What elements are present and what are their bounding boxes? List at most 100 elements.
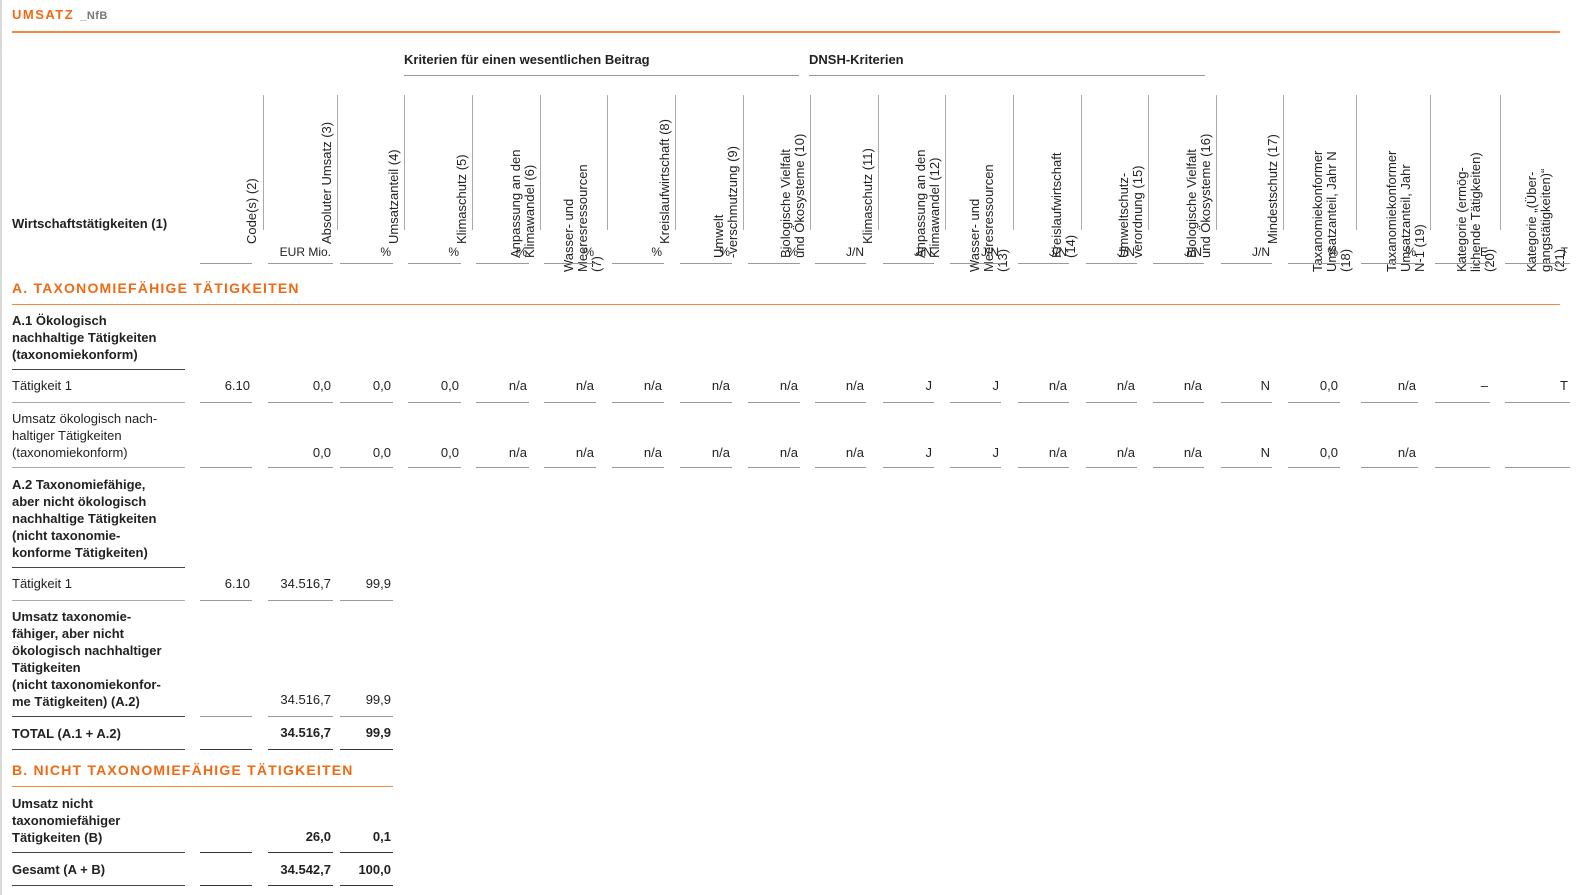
cell-b_total-c4: 0,1 bbox=[372, 829, 391, 844]
cell-underline bbox=[1288, 402, 1340, 403]
cell-a1_total-c19: n/a bbox=[1397, 445, 1416, 460]
column-header-c16: Biologische Vielfalt und Ökosysteme (16) bbox=[1148, 95, 1217, 258]
unit-c4: % bbox=[380, 245, 391, 259]
cell-a1_activity-c6: n/a bbox=[508, 378, 527, 393]
unit-underline bbox=[268, 263, 333, 264]
cell-a2_activity-c4: 99,9 bbox=[365, 576, 391, 591]
cell-underline bbox=[1435, 467, 1490, 468]
cell-underline bbox=[1086, 402, 1137, 403]
unit-c13: J/N bbox=[981, 245, 999, 259]
cell-underline bbox=[1153, 402, 1204, 403]
unit-underline bbox=[1288, 263, 1340, 264]
unit-c12: J/N bbox=[914, 245, 932, 259]
unit-underline bbox=[1505, 263, 1570, 264]
cell-underline bbox=[815, 467, 866, 468]
column-header-c10: Biologische Vielfalt und Ökosysteme (10) bbox=[743, 95, 811, 258]
cell-a1_activity-c20: – bbox=[1480, 378, 1488, 393]
group-dnsh: DNSH-Kriterien bbox=[809, 52, 904, 67]
cell-underline bbox=[340, 885, 393, 886]
unit-c18: % bbox=[1327, 245, 1338, 259]
cell-a1_total-c11: n/a bbox=[845, 445, 864, 460]
cell-underline bbox=[340, 852, 393, 853]
cell-underline bbox=[1086, 467, 1137, 468]
cell-a1_total-c10: n/a bbox=[779, 445, 798, 460]
column-header-c19: Taxanomiekonformer Umsatzanteil, Jahr N-… bbox=[1356, 95, 1431, 272]
unit-c19: % bbox=[1405, 245, 1416, 259]
cell-underline bbox=[200, 749, 252, 750]
section-a-rule bbox=[12, 304, 1560, 305]
unit-c5: % bbox=[448, 245, 459, 259]
unit-underline bbox=[200, 263, 252, 264]
column-header-c14: Kreislaufwirtschaft (14) bbox=[1013, 95, 1082, 258]
a2-activity-rule bbox=[12, 600, 185, 601]
grand-total-label: Gesamt (A + B) bbox=[12, 862, 106, 877]
group-substantial-contribution: Kriterien für einen wesentlichen Beitrag bbox=[404, 52, 650, 67]
unit-underline bbox=[1435, 263, 1490, 264]
cell-underline bbox=[476, 467, 529, 468]
cell-grand_total-c3: 34.542,7 bbox=[280, 862, 331, 877]
cell-underline bbox=[408, 402, 461, 403]
cell-a1_total-c18: 0,0 bbox=[1319, 445, 1338, 460]
cell-a1_total-c6: n/a bbox=[508, 445, 527, 460]
cell-a1_total-c7: n/a bbox=[575, 445, 594, 460]
cell-a1_total-c5: 0,0 bbox=[440, 445, 459, 460]
title-rule bbox=[12, 31, 1560, 33]
group-dnsh-rule bbox=[809, 75, 1205, 76]
cell-underline bbox=[200, 600, 252, 601]
unit-c20: E bbox=[1479, 245, 1488, 259]
cell-underline bbox=[268, 716, 333, 717]
total-a-rule bbox=[12, 749, 185, 750]
cell-underline bbox=[1153, 467, 1204, 468]
section-b-heading: B. NICHT TAXONOMIEFÄHIGE TÄTIGKEITEN bbox=[12, 762, 354, 778]
unit-c14: J/N bbox=[1049, 245, 1067, 259]
unit-underline bbox=[612, 263, 664, 264]
cell-underline bbox=[200, 467, 252, 468]
cell-underline bbox=[1221, 402, 1272, 403]
column-header-c21: Kategorie „(Über- gangstätigkeiten)“ (21… bbox=[1500, 95, 1571, 272]
page-left-border bbox=[0, 0, 2, 895]
cell-a1_total-c3: 0,0 bbox=[312, 445, 331, 460]
cell-a1_total-c17: N bbox=[1260, 445, 1270, 460]
column-header-c9: Umwelt -verschmutzung (9) bbox=[675, 95, 744, 258]
cell-underline bbox=[268, 600, 333, 601]
unit-c15: J/N bbox=[1117, 245, 1135, 259]
cell-underline bbox=[1505, 402, 1570, 403]
unit-underline bbox=[1086, 263, 1137, 264]
section-b-rule bbox=[12, 786, 393, 787]
a2-total-label: Umsatz taxonomie- fähiger, aber nicht ök… bbox=[12, 609, 162, 709]
unit-c3: EUR Mio. bbox=[279, 245, 331, 259]
cell-a1_activity-c7: n/a bbox=[575, 378, 594, 393]
cell-underline bbox=[544, 467, 596, 468]
unit-underline bbox=[950, 263, 1001, 264]
a1-total-label: Umsatz ökologisch nach- haltiger Tätigke… bbox=[12, 411, 158, 460]
cell-underline bbox=[200, 716, 252, 717]
cell-a1_activity-c17: N bbox=[1260, 378, 1270, 393]
column-header-c15: Umweltschutz- verordnung (15) bbox=[1081, 95, 1149, 258]
cell-total_a-c3: 34.516,7 bbox=[280, 725, 331, 740]
cell-underline bbox=[268, 402, 333, 403]
column-header-label: Klimaschutz (11) bbox=[860, 148, 875, 244]
unit-underline bbox=[476, 263, 529, 264]
cell-a1_total-c13: J bbox=[992, 445, 1000, 460]
column-header-c11: Klimaschutz (11) bbox=[810, 95, 879, 244]
cell-a1_activity-c21: T bbox=[1560, 378, 1568, 393]
cell-a1_activity-c9: n/a bbox=[711, 378, 730, 393]
unit-underline bbox=[544, 263, 596, 264]
column-header-label: Absoluter Umsatz (3) bbox=[319, 121, 334, 244]
cell-underline bbox=[1435, 402, 1490, 403]
cell-a1_activity-c12: J bbox=[925, 378, 933, 393]
cell-a1_activity-c14: n/a bbox=[1048, 378, 1067, 393]
column-header-label: Klimaschutz (5) bbox=[454, 154, 469, 244]
unit-underline bbox=[815, 263, 866, 264]
cell-a2_total-c4: 99,9 bbox=[365, 692, 391, 707]
cell-underline bbox=[1288, 467, 1340, 468]
cell-underline bbox=[950, 467, 1001, 468]
cell-underline bbox=[950, 402, 1001, 403]
title-suffix: _NfB bbox=[80, 10, 108, 22]
a1-activity-label: Tätigkeit 1 bbox=[12, 378, 72, 393]
a1-heading: A.1 Ökologisch nachhaltige Tätigkeiten (… bbox=[12, 313, 157, 362]
cell-underline bbox=[200, 885, 252, 886]
column-header-label: Umweltschutz- verordnung (15) bbox=[1116, 165, 1145, 259]
cell-underline bbox=[680, 467, 732, 468]
cell-underline bbox=[748, 467, 800, 468]
